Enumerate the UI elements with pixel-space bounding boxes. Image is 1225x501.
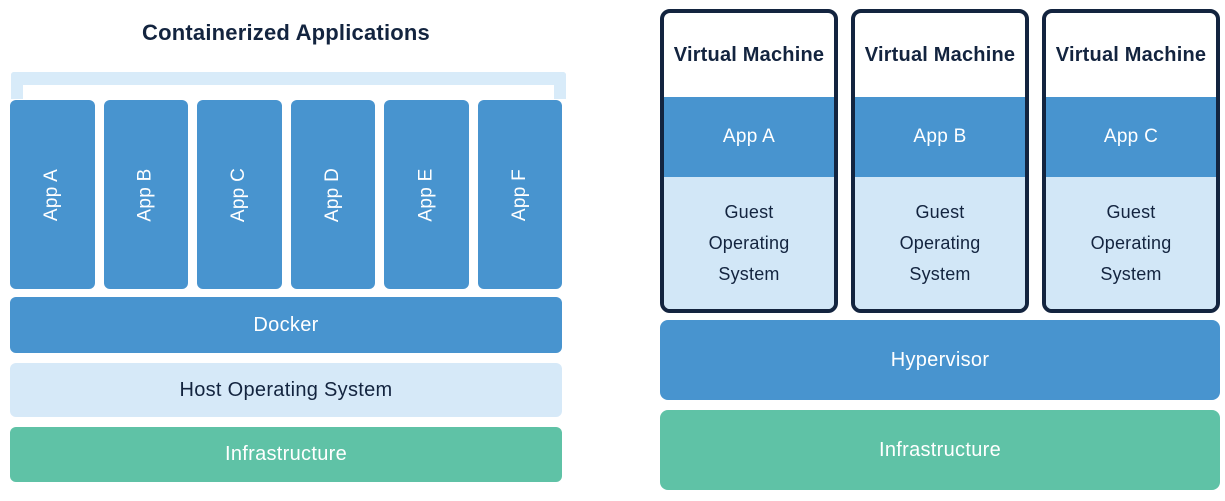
container-app-c-label: App C — [228, 167, 250, 222]
container-app-f: App F — [477, 100, 562, 289]
virtual-machine-1-guest-os-label: Guest Operating System — [708, 201, 790, 284]
container-app-d: App D — [290, 100, 375, 289]
container-app-c: App C — [197, 100, 282, 289]
container-apps-row: App A App B App C App D App E App F — [10, 100, 562, 289]
virtual-machine-3-app: App C — [1046, 97, 1216, 177]
hypervisor-layer: Hypervisor — [660, 320, 1220, 400]
infrastructure-layer-left: Infrastructure — [10, 427, 562, 482]
container-app-a-label: App A — [41, 168, 63, 221]
virtual-machine-1: Virtual Machine App A Guest Operating Sy… — [660, 9, 838, 313]
containerized-applications-title: Containerized Applications — [142, 20, 430, 45]
virtual-machines-row: Virtual Machine App A Guest Operating Sy… — [660, 9, 1220, 313]
virtual-machine-3: Virtual Machine App C Guest Operating Sy… — [1042, 9, 1220, 313]
container-app-e-label: App E — [415, 167, 437, 222]
infrastructure-layer-right: Infrastructure — [660, 410, 1220, 490]
virtual-machine-1-title: Virtual Machine — [673, 43, 825, 66]
container-app-d-label: App D — [321, 167, 343, 222]
virtual-machine-1-app: App A — [664, 97, 834, 177]
virtual-machine-1-guest-os: Guest Operating System — [664, 177, 834, 309]
container-app-b: App B — [103, 100, 188, 289]
container-app-e: App E — [384, 100, 469, 289]
virtual-machine-2-app: App B — [855, 97, 1025, 177]
container-app-f-label: App F — [508, 168, 530, 221]
virtual-machine-3-title: Virtual Machine — [1055, 43, 1207, 66]
virtual-machine-2: Virtual Machine App B Guest Operating Sy… — [851, 9, 1029, 313]
virtual-machine-2-title: Virtual Machine — [864, 43, 1016, 66]
host-operating-system-layer: Host Operating System — [10, 363, 562, 417]
virtual-machine-3-guest-os-label: Guest Operating System — [1090, 201, 1172, 284]
virtual-machine-2-guest-os-label: Guest Operating System — [899, 201, 981, 284]
container-group-bracket — [11, 72, 566, 99]
docker-layer: Docker — [10, 297, 562, 353]
container-app-b-label: App B — [134, 167, 156, 222]
virtual-machine-2-guest-os: Guest Operating System — [855, 177, 1025, 309]
virtual-machine-3-guest-os: Guest Operating System — [1046, 177, 1216, 309]
container-app-a: App A — [10, 100, 95, 289]
